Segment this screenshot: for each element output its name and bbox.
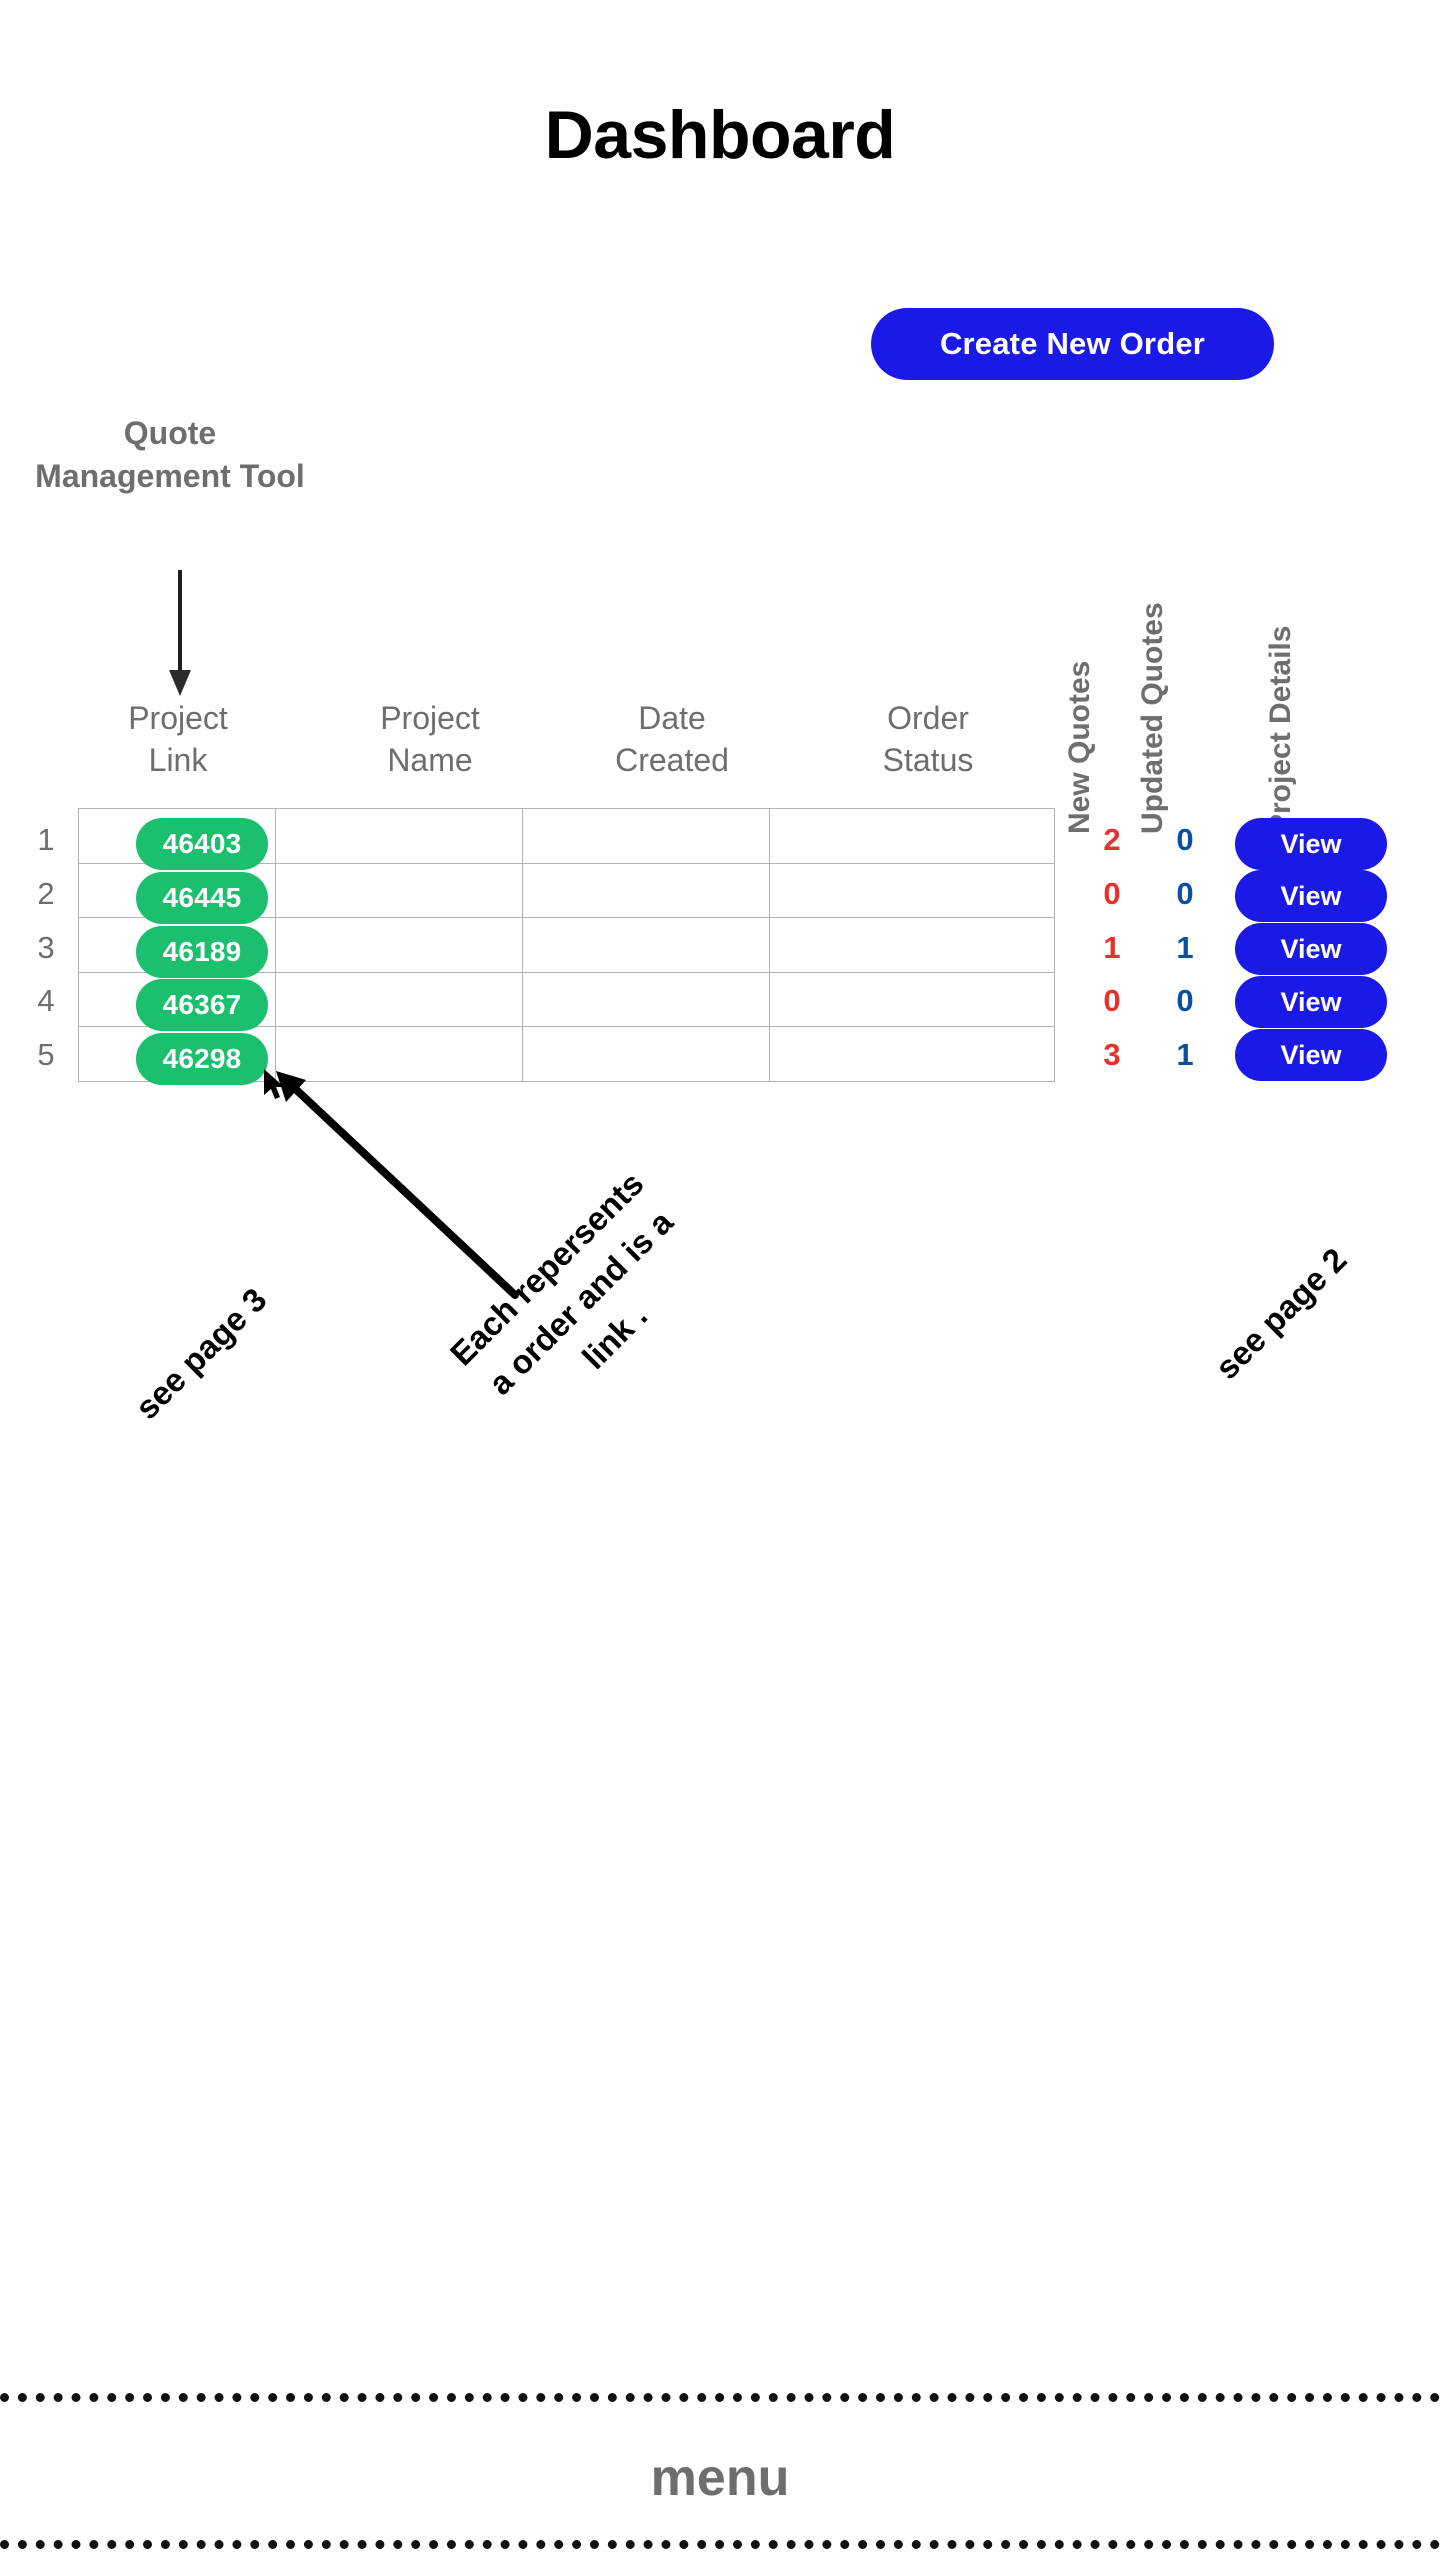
table-row [78,862,1055,919]
column-header-project-name: Project Name [310,697,550,781]
cell-project-name[interactable] [275,1026,523,1082]
see-page-3-note: see page 3 [128,1280,274,1427]
updated-quotes-value: 0 [1176,822,1194,857]
column-header-updated-quotes: Updated Quotes [1136,602,1169,834]
callout-down-arrow-icon [169,570,191,696]
row-index: 3 [37,930,55,965]
view-project-details-button[interactable]: View [1235,976,1387,1028]
project-link-pill[interactable]: 46298 [136,1033,268,1085]
new-quotes-value: 3 [1103,1037,1121,1072]
project-link-pill[interactable]: 46403 [136,818,268,870]
cell-order-status[interactable] [769,862,1055,919]
header-line-2: Status [882,742,974,779]
header-line-1: Date [638,700,706,736]
new-quotes-value: 1 [1103,930,1121,965]
cell-order-status[interactable] [769,971,1055,1028]
project-link-pill[interactable]: 46445 [136,872,268,924]
row-index: 5 [37,1037,55,1072]
header-line-2: Link [148,742,208,779]
see-page-2-note: see page 2 [1208,1240,1354,1387]
updated-quotes-value: 1 [1176,1037,1194,1072]
cell-order-status[interactable] [769,1026,1055,1082]
project-link-pill[interactable]: 46189 [136,926,268,978]
project-link-pill[interactable]: 46367 [136,979,268,1031]
cell-date-created[interactable] [522,971,770,1028]
updated-quotes-value: 0 [1176,876,1194,911]
row-index: 2 [37,876,55,911]
row-index: 4 [37,983,55,1018]
column-header-date-created: Date Created [552,697,792,781]
header-line-2: Created [615,742,729,779]
create-new-order-button[interactable]: Create New Order [871,308,1274,380]
view-project-details-button[interactable]: View [1235,923,1387,975]
cell-order-status[interactable] [769,808,1055,864]
new-quotes-value: 2 [1103,822,1121,857]
cell-date-created[interactable] [522,1026,770,1082]
cell-date-created[interactable] [522,808,770,864]
column-header-order-status: Order Status [808,697,1048,781]
cell-project-name[interactable] [275,808,523,864]
menu-button[interactable]: menu [650,2449,790,2507]
footer-bottom-divider [0,2540,1440,2549]
cell-project-name[interactable] [275,862,523,919]
header-line-1: Order [887,700,969,736]
cell-date-created[interactable] [522,917,770,973]
new-quotes-value: 0 [1103,983,1121,1018]
updated-quotes-value: 1 [1176,930,1194,965]
cell-order-status[interactable] [769,917,1055,973]
view-project-details-button[interactable]: View [1235,870,1387,922]
header-line-1: Project [380,700,480,736]
updated-quotes-value: 0 [1176,983,1194,1018]
header-line-1: Project [128,700,228,736]
column-header-new-quotes: New Quotes [1063,660,1096,834]
cell-project-name[interactable] [275,971,523,1028]
footer-top-divider [0,2393,1440,2402]
mouse-cursor-icon [264,1069,284,1099]
page-title: Dashboard [544,97,896,173]
row-index: 1 [37,822,55,857]
view-project-details-button[interactable]: View [1235,818,1387,870]
view-project-details-button[interactable]: View [1235,1029,1387,1081]
cell-date-created[interactable] [522,862,770,919]
column-header-project-link: Project Link [58,697,298,781]
each-represents-arrow-icon [276,1071,519,1299]
column-header-project-details: Project Details [1264,625,1297,834]
header-line-2: Name [387,742,473,779]
quote-management-tool-callout: Quote Management Tool [35,415,305,495]
new-quotes-value: 0 [1103,876,1121,911]
cell-project-name[interactable] [275,917,523,973]
